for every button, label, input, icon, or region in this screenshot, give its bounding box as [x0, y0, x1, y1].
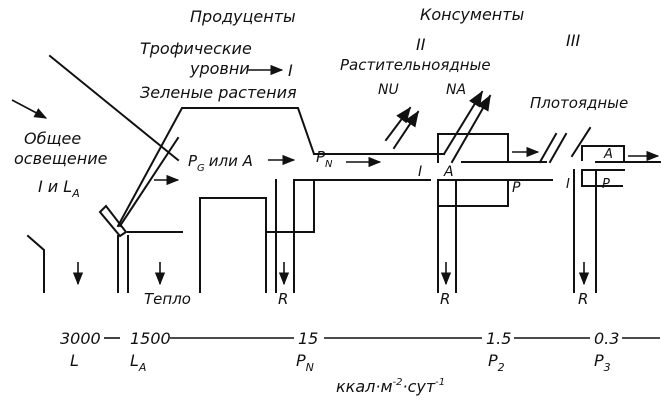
sunlight-line	[48, 54, 180, 162]
r3-label: R	[578, 290, 588, 308]
heat-box	[199, 197, 267, 293]
nu-arrow-b	[392, 110, 420, 150]
carnivores-label: Плотоядные	[530, 94, 628, 112]
trophic-levels-label-line1: Трофические	[140, 39, 252, 58]
scale-symbol-1: L	[70, 351, 79, 370]
nu-arrow-a	[384, 106, 412, 142]
na-arrow-b	[450, 94, 492, 164]
r1-label: R	[278, 290, 288, 308]
carn-i-label: I	[566, 177, 570, 192]
left-inlet-stub	[26, 234, 45, 293]
herb-p-label: P	[512, 180, 521, 196]
carn-p-label: P	[602, 177, 610, 192]
herb-box-lower	[437, 179, 509, 207]
light-symbol: I и LA	[38, 177, 80, 200]
scale-symbol-5: P3	[594, 351, 611, 374]
inner-beam-upper	[118, 136, 180, 228]
carn-out-c	[570, 126, 592, 158]
carn-out-a	[538, 132, 558, 164]
light-label-line2: освещение	[14, 149, 108, 168]
trophic-level-2: II	[416, 35, 426, 54]
scale-value-1: 3000	[60, 329, 101, 348]
herb-i-label: I	[418, 164, 422, 180]
scale-symbol-4: P2	[488, 351, 505, 374]
scale-symbol-2: LA	[130, 351, 146, 374]
trophic-level-3: III	[566, 31, 580, 50]
light-arrow	[11, 99, 48, 119]
units-label: ккал·м-2·сут-1	[336, 377, 445, 396]
carn-box-lower	[581, 169, 623, 187]
herb-box-upper	[437, 133, 509, 163]
green-plants-label: Зеленые растения	[140, 83, 297, 102]
producers-header: Продуценты	[190, 7, 296, 26]
na-label: NA	[446, 82, 466, 98]
scale-value-2: 1500	[130, 329, 171, 348]
heat-label: Тепло	[144, 290, 191, 308]
carn-out-b	[548, 132, 568, 164]
carn-box-upper	[581, 145, 625, 161]
pn-label: PN	[316, 148, 333, 170]
nu-label: NU	[378, 82, 399, 98]
scale-value-4: 1.5	[486, 329, 511, 348]
trophic-level-1: I	[288, 61, 293, 80]
producer-box	[116, 107, 316, 228]
scale-symbol-3: PN	[296, 351, 314, 374]
inlet-wedge	[98, 204, 128, 238]
carn-a-label: A	[603, 147, 613, 162]
herb-a-label: A	[443, 164, 454, 180]
na-arrow-a	[442, 90, 484, 156]
trophic-levels-label-line2: уровни	[189, 59, 250, 78]
light-label-line1: Общее	[24, 129, 81, 148]
consumers-header: Консументы	[420, 5, 524, 24]
scale-value-3: 15	[298, 329, 318, 348]
scale-value-5: 0.3	[594, 329, 619, 348]
herbivores-label: Растительноядные	[340, 56, 491, 74]
r2-label: R	[440, 290, 450, 308]
